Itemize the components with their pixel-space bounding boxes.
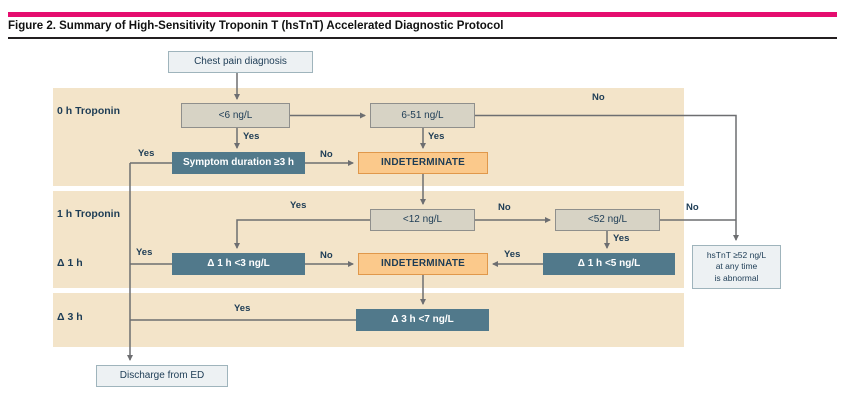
node-indeterminate-1: INDETERMINATE: [358, 152, 488, 174]
edge-label-d1lt3-yes: Yes: [136, 247, 153, 258]
edge-label-lt6-yes: Yes: [243, 131, 260, 142]
edge-label-lt12-yes: Yes: [290, 200, 307, 211]
figure-title: Figure 2. Summary of High-Sensitivity Tr…: [8, 20, 504, 32]
edge-label-651-no: No: [592, 92, 605, 103]
node-discharge-from-ed: Discharge from ED: [96, 365, 228, 387]
node-0h-lt6: <6 ng/L: [181, 103, 290, 128]
edge-label-d1lt3-no: No: [320, 250, 333, 261]
node-abnormal-line2: at any time: [715, 261, 758, 272]
row-label-delta-3h: Δ 3 h: [57, 311, 83, 323]
title-rule: [8, 37, 837, 39]
node-0h-6-51: 6-51 ng/L: [370, 103, 475, 128]
node-delta1h-lt5: Δ 1 h <5 ng/L: [543, 253, 675, 275]
node-1h-lt52: <52 ng/L: [555, 209, 660, 231]
node-abnormal-line1: hsTnT ≥52 ng/L: [706, 250, 767, 261]
node-symptom-duration: Symptom duration ≥3 h: [172, 152, 305, 174]
node-1h-lt12: <12 ng/L: [370, 209, 475, 231]
node-delta1h-lt3: Δ 1 h <3 ng/L: [172, 253, 305, 275]
node-abnormal: hsTnT ≥52 ng/L at any time is abnormal: [692, 245, 781, 289]
edge-label-lt12-no: No: [498, 202, 511, 213]
node-delta3h-lt7: Δ 3 h <7 ng/L: [356, 309, 489, 331]
edge-label-lt52-no: No: [686, 202, 699, 213]
edge-label-d3-yes: Yes: [234, 303, 251, 314]
node-chest-pain-diagnosis: Chest pain diagnosis: [168, 51, 313, 73]
accent-bar: [8, 12, 837, 17]
row-label-0h-troponin: 0 h Troponin: [57, 105, 120, 117]
edge-label-651-yes: Yes: [428, 131, 445, 142]
row-label-1h-troponin: 1 h Troponin: [57, 208, 120, 220]
node-indeterminate-2: INDETERMINATE: [358, 253, 488, 275]
edge-label-symptom-no: No: [320, 149, 333, 160]
edge-label-symptom-yes: Yes: [138, 148, 155, 159]
edge-label-d1lt5-yes: Yes: [504, 249, 521, 260]
edge-label-lt52-yes: Yes: [613, 233, 630, 244]
node-abnormal-line3: is abnormal: [714, 272, 759, 283]
row-label-delta-1h: Δ 1 h: [57, 257, 83, 269]
